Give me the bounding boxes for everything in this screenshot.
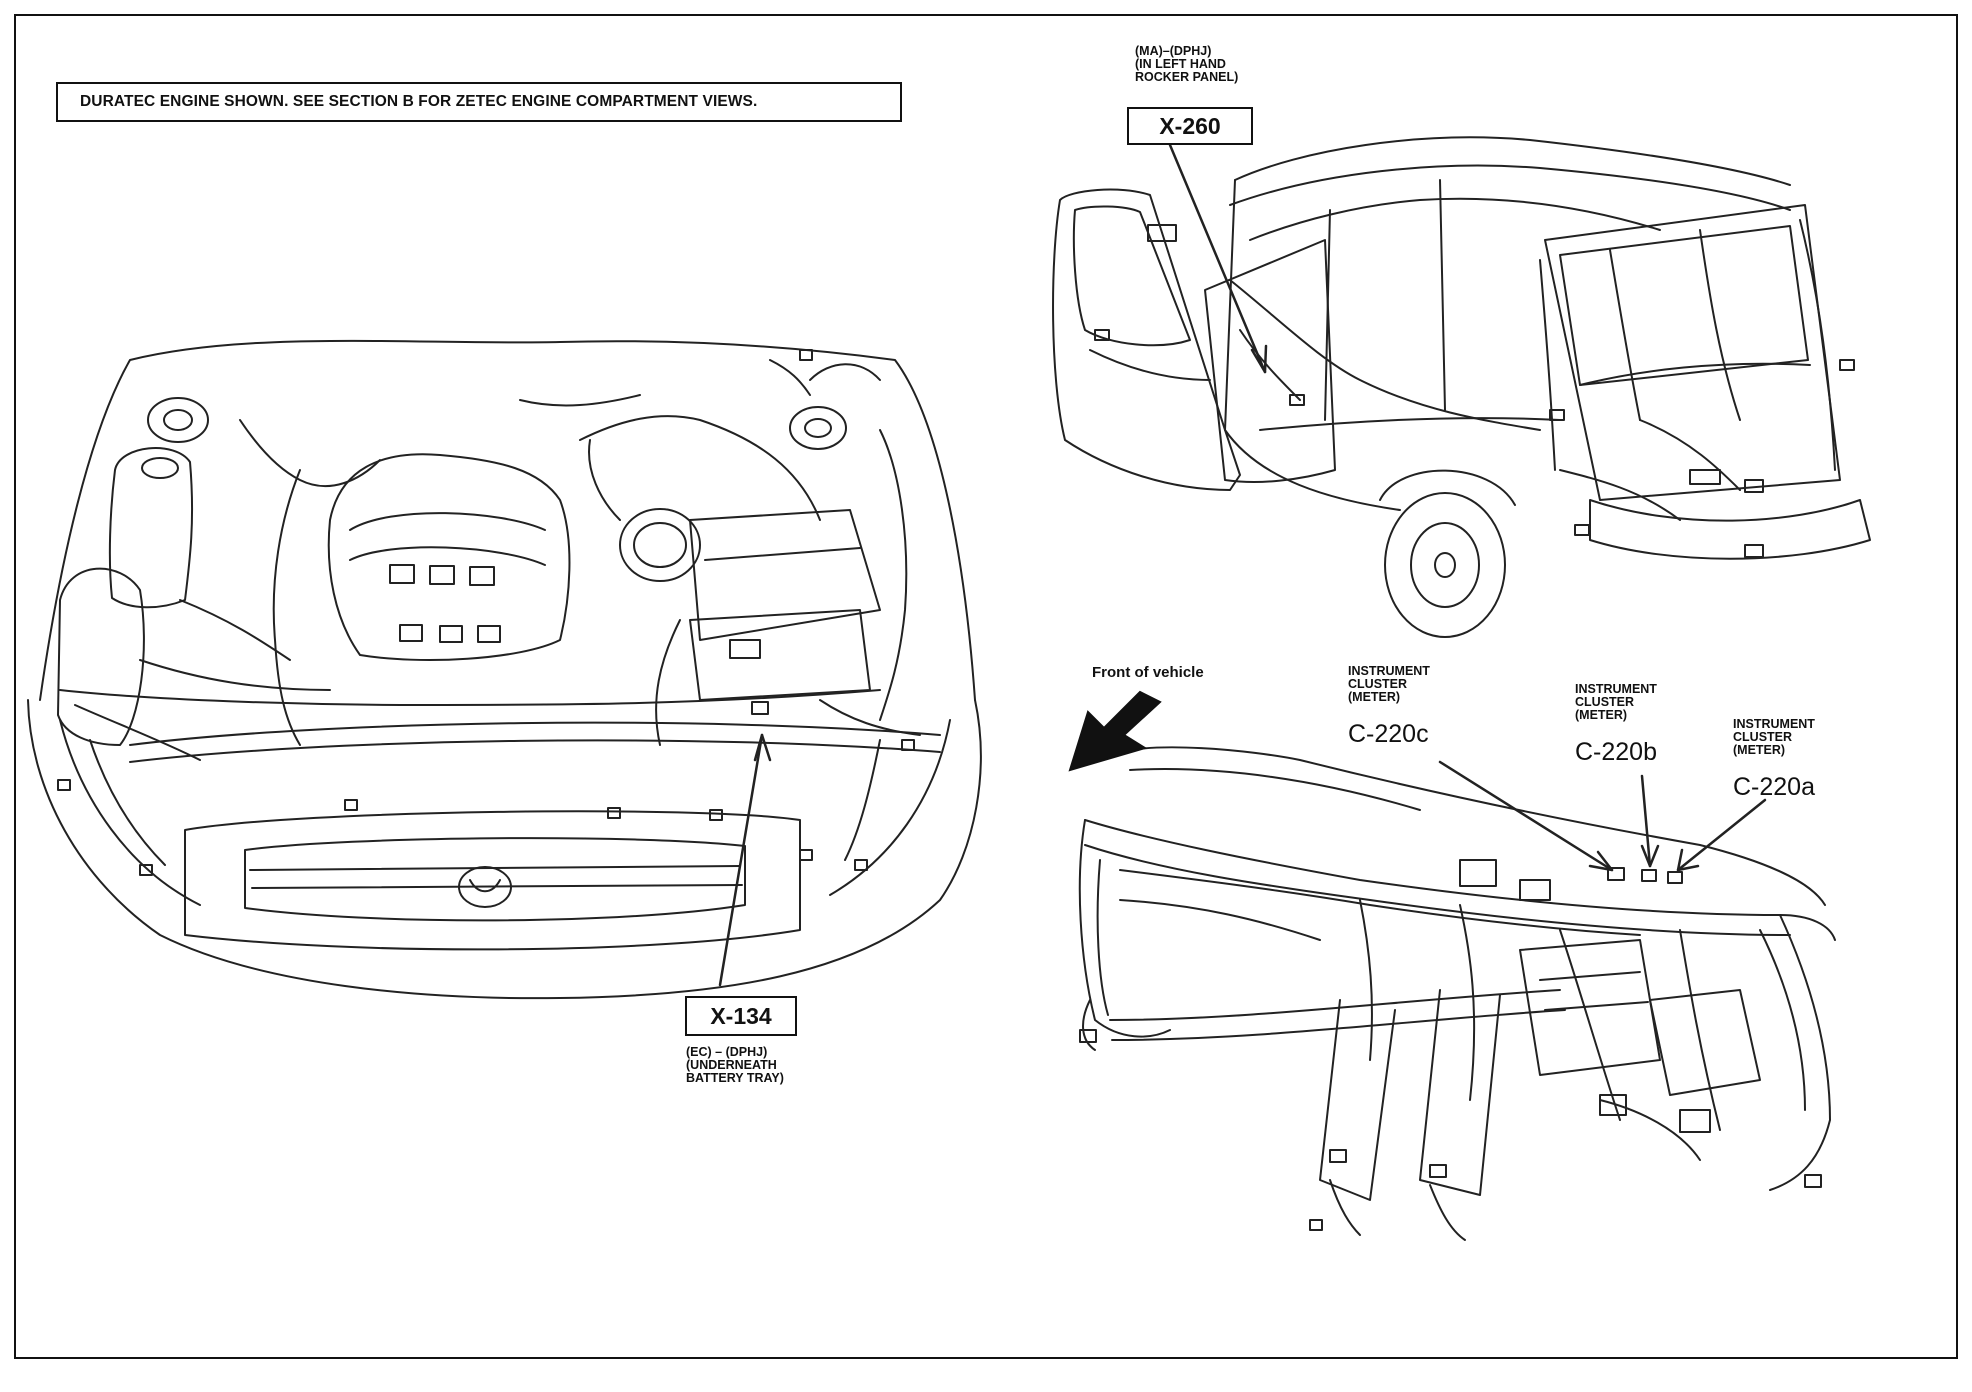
front-arrow-icon [1068, 690, 1162, 772]
x260-description: (MA)–(DPHJ) (IN LEFT HAND ROCKER PANEL) [1135, 44, 1239, 84]
x260-leader-line [1168, 143, 1267, 374]
section-note: DURATEC ENGINE SHOWN. SEE SECTION B FOR … [56, 82, 902, 122]
x134-description: (EC) – (DPHJ) (UNDERNEATH BATTERY TRAY) [686, 1045, 784, 1085]
instrument-panel-illustration [1078, 746, 1836, 1241]
c220b-description: INSTRUMENT CLUSTER (METER) [1575, 682, 1657, 722]
c220c-description: INSTRUMENT CLUSTER (METER) [1348, 664, 1430, 704]
c220b-leader-line [1640, 774, 1652, 868]
x134-id: X-134 [710, 1002, 772, 1029]
c220c-leader-line [1438, 760, 1614, 872]
c220a-leader-line [1676, 798, 1767, 872]
c220a-id: C-220a [1733, 773, 1815, 801]
engine-compartment-illustration [27, 339, 982, 1000]
x260-connector-box: X-260 [1127, 107, 1253, 145]
front-of-vehicle-label: Front of vehicle [1092, 664, 1204, 681]
c220a-description: INSTRUMENT CLUSTER (METER) [1733, 717, 1815, 757]
section-note-text: DURATEC ENGINE SHOWN. SEE SECTION B FOR … [80, 93, 758, 110]
suv-illustration [1052, 136, 1871, 638]
x134-connector-box: X-134 [685, 996, 797, 1036]
c220c-id: C-220c [1348, 720, 1429, 748]
x134-leader-line [718, 733, 764, 987]
c220b-id: C-220b [1575, 738, 1657, 766]
diagram-frame [14, 14, 1958, 1359]
x260-id: X-260 [1159, 112, 1221, 139]
